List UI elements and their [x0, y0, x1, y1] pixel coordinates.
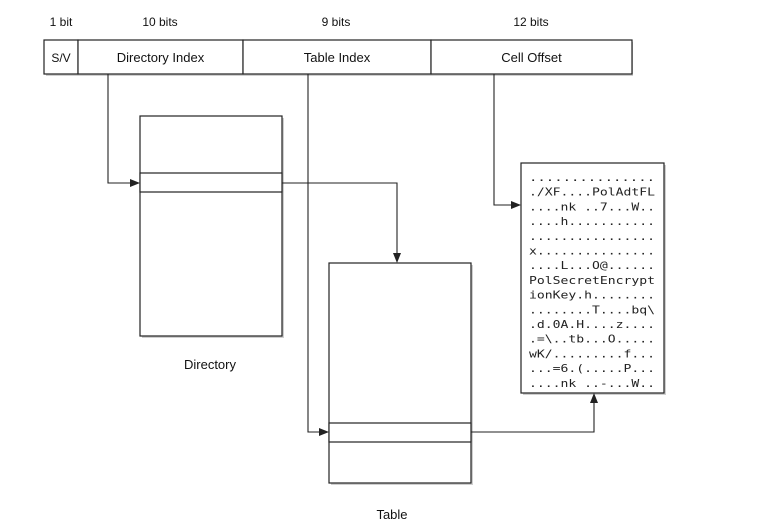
bit-width-label-directory-index: 10 bits	[142, 15, 177, 29]
cell-dump-line: .=\..tb...O.....	[529, 334, 655, 346]
directory-label: Directory	[184, 357, 237, 372]
arrowhead-icon	[393, 253, 401, 263]
cell-dump-line: ...............	[529, 172, 655, 184]
arrowhead-icon	[319, 428, 329, 436]
arrowhead-icon	[130, 179, 140, 187]
field-cell-offset	[430, 39, 633, 75]
bit-width-label-table-index: 9 bits	[322, 15, 351, 29]
arrowhead-icon	[590, 393, 598, 403]
table-label: Table	[376, 507, 407, 522]
directory-box	[139, 115, 284, 338]
arrowhead-icon	[511, 201, 521, 209]
bit-width-label-sv: 1 bit	[50, 15, 73, 29]
connector-cell-offset	[493, 74, 521, 209]
bit-width-label-cell-offset: 12 bits	[513, 15, 548, 29]
table-selected-entry	[328, 422, 472, 443]
directory-selected-entry	[139, 172, 283, 193]
field-label-sv: S/V	[51, 51, 70, 65]
cell-dump-line: ...=6.(.....P...	[529, 363, 655, 375]
cell-dump-line: ....nk ..7...W..	[529, 201, 655, 213]
cell-dump-line: PolSecretEncrypt	[529, 275, 655, 287]
cell-data-box	[520, 162, 666, 395]
connector-directory-index	[107, 74, 140, 187]
cell-dump-line: x...............	[529, 246, 655, 258]
cell-dump-line: ....nk ..-...W..	[529, 378, 655, 390]
cell-dump-line: .d.0A.H....z....	[529, 319, 655, 331]
cell-dump-line: ....h...........	[529, 216, 655, 228]
cell-dump-line: ........T....bq\	[529, 304, 655, 316]
field-label-directory-index: Directory Index	[117, 50, 205, 65]
field-table-index	[242, 39, 432, 75]
cell-hex-dump: ............... ./XF....PolAdtFL ....nk ..…	[529, 172, 655, 390]
field-label-table-index: Table Index	[304, 50, 371, 65]
field-directory-index	[77, 39, 244, 75]
connector-table-to-cell	[471, 393, 598, 433]
cell-dump-line: ................	[529, 231, 655, 243]
connector-table-index	[307, 74, 329, 436]
address-bar: S/V Directory Index Table Index Cell Off…	[43, 39, 633, 76]
cell-dump-line: ./XF....PolAdtFL	[529, 187, 655, 199]
cell-dump-line: ....L...O@......	[529, 260, 655, 272]
connector-directory-to-table	[282, 182, 401, 263]
table-box	[328, 262, 473, 485]
field-label-cell-offset: Cell Offset	[501, 50, 562, 65]
cell-dump-line: ionKey.h........	[529, 290, 655, 302]
cell-dump-line: wK/.........f...	[529, 348, 655, 360]
field-sv	[43, 39, 79, 75]
